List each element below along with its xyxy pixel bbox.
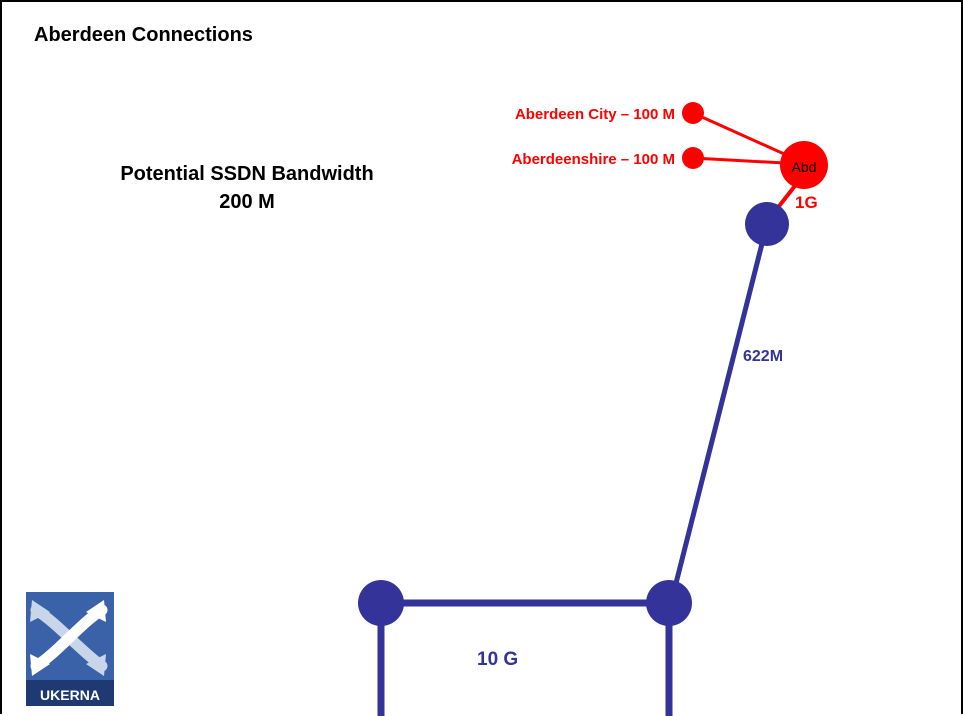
bandwidth-note-line2: 200 M (219, 191, 275, 213)
link-622m (668, 223, 770, 604)
node-abd-label: Abd (792, 159, 817, 175)
ukerna-logo: UKERNA (26, 592, 114, 706)
page-title: Aberdeen Connections (34, 24, 253, 46)
label-10g: 10 G (477, 649, 518, 670)
label-622m: 622M (743, 348, 783, 365)
label-aberdeen-city: Aberdeen City – 100 M (515, 106, 675, 123)
node-blue-right (646, 580, 692, 626)
node-aberdeen-city (682, 102, 704, 124)
node-blue-top (745, 202, 789, 246)
node-abd (780, 141, 828, 189)
label-aberdeenshire: Aberdeenshire – 100 M (512, 151, 675, 168)
node-aberdeenshire (682, 147, 704, 169)
ukerna-logo-icon: UKERNA (26, 592, 114, 706)
ukerna-logo-text: UKERNA (40, 687, 100, 703)
bandwidth-note: Potential SSDN Bandwidth 200 M (62, 160, 432, 216)
label-abd-uplink: 1G (795, 193, 818, 212)
bandwidth-note-line1: Potential SSDN Bandwidth (120, 163, 374, 185)
node-blue-left (358, 580, 404, 626)
